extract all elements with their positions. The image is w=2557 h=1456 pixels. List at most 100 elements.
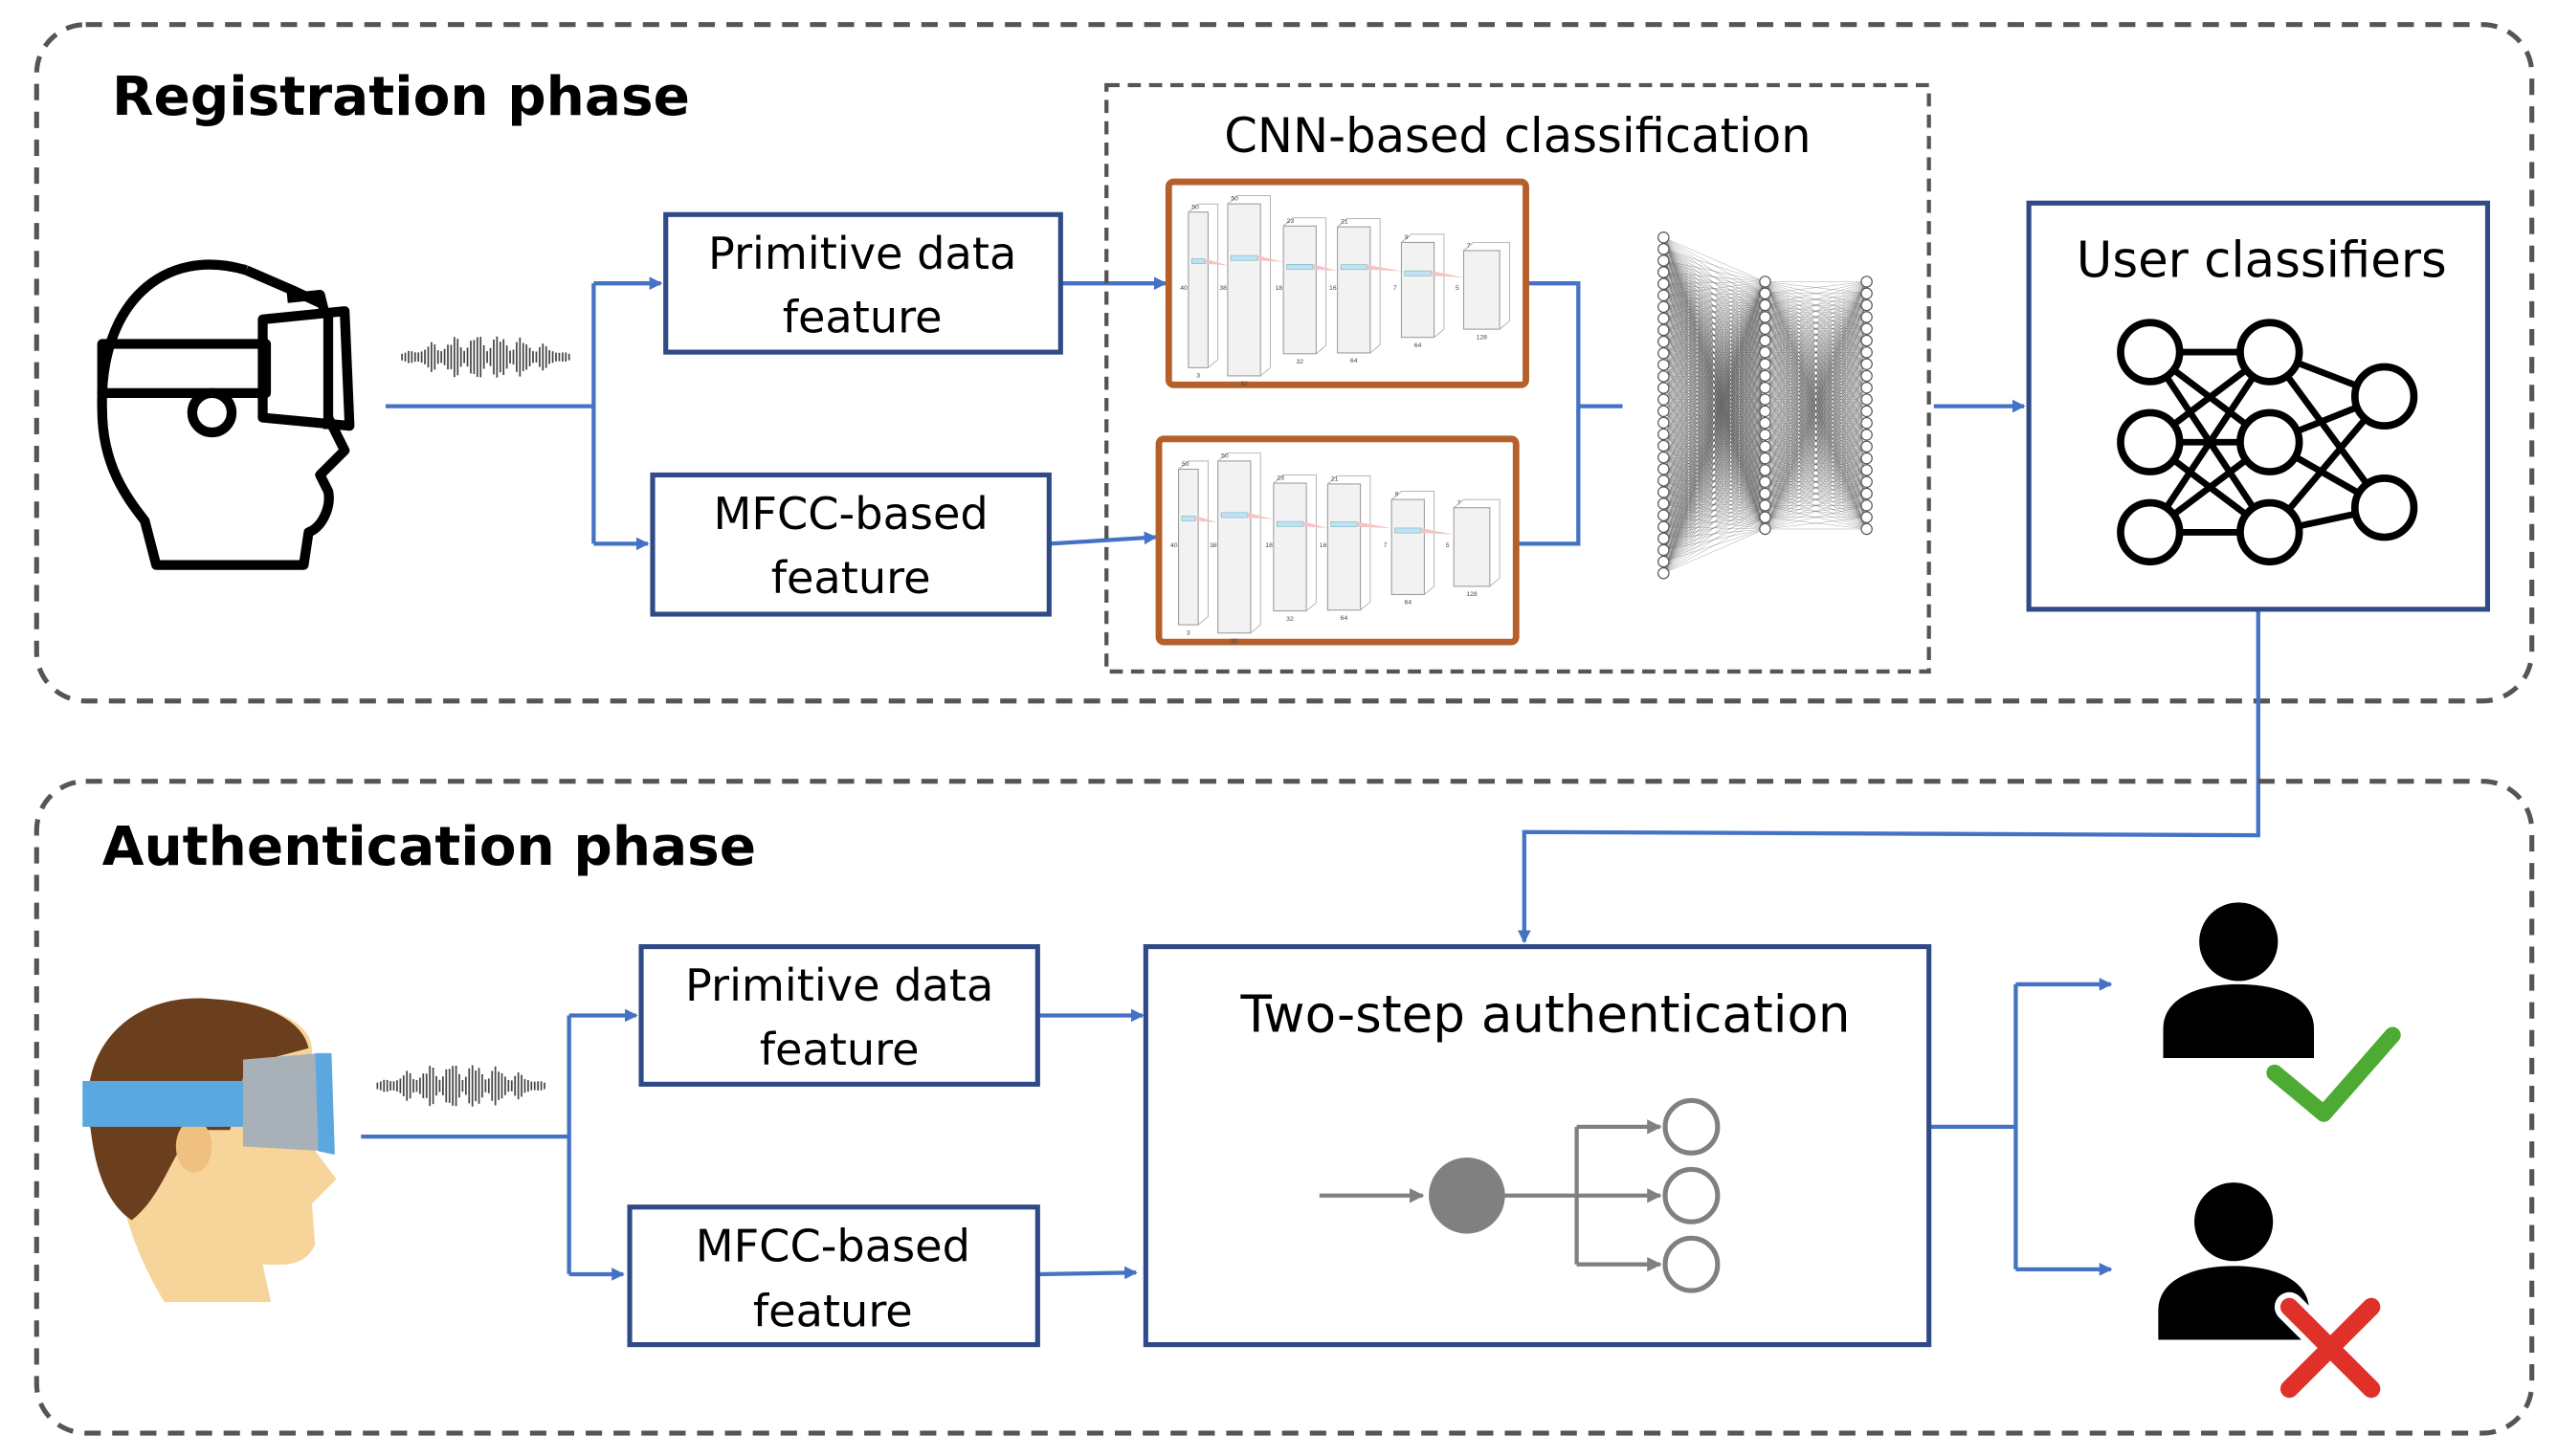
arrow-to-two-step: [1037, 1266, 1138, 1280]
network-edge: [1765, 281, 1867, 518]
cnn-layer-label: 64: [1404, 600, 1412, 607]
cnn-kernel-projection: [1420, 527, 1455, 535]
network-edge: [1765, 410, 1867, 530]
network-node: [1759, 287, 1771, 300]
network-edge: [1663, 281, 1766, 354]
network-node: [1657, 509, 1670, 521]
cnn-layer: [1326, 483, 1362, 611]
network-edge: [1663, 281, 1766, 563]
user-accepted-icon: [2163, 902, 2406, 1127]
two-step-label: Two-step authentication: [1240, 985, 1851, 1045]
network-edge: [1663, 387, 1766, 574]
cnn-layer: [1390, 498, 1425, 595]
network-edge: [1765, 446, 1867, 530]
registration-phase-title: Registration phase: [112, 66, 690, 128]
connector-line: [1928, 983, 2018, 1269]
network-node: [1657, 277, 1670, 290]
network-node: [2236, 408, 2303, 475]
authentication-phase-border: [33, 779, 2535, 1436]
network-edge: [1765, 281, 1867, 530]
user-classifiers-label: User classifiers: [2077, 232, 2447, 289]
cnn-layer-label: 7: [1384, 542, 1388, 549]
network-edge: [1663, 281, 1766, 423]
network-node: [2236, 319, 2303, 386]
network-node: [1759, 416, 1771, 430]
box-label: MFCC-based: [714, 488, 989, 540]
network-node: [1657, 300, 1670, 314]
cnn-layer-label: 16: [1320, 542, 1327, 549]
network-edge: [1663, 237, 1766, 282]
cnn-kernel-projection: [1302, 521, 1328, 528]
primitive-feature-box: Primitive data feature: [663, 211, 1063, 355]
network-node: [1860, 499, 1873, 512]
network-edge: [1663, 481, 1766, 574]
network-node: [1759, 311, 1771, 323]
network-node: [1759, 522, 1771, 536]
network-edge: [1765, 281, 1867, 318]
network-edge: [1663, 281, 1766, 296]
network-edge: [1663, 281, 1766, 365]
network-node: [1657, 231, 1670, 244]
network-edge: [1765, 399, 1867, 530]
network-node: [2236, 498, 2303, 566]
network-edge: [1663, 281, 1766, 342]
cnn-layer-label: 5: [1446, 542, 1450, 549]
cnn-layer-label: 38: [1219, 285, 1227, 292]
network-node: [1860, 287, 1873, 300]
cnn-kernel: [1191, 258, 1206, 264]
network-node: [1657, 555, 1670, 568]
network-edge: [1663, 423, 1766, 574]
network-edge: [1663, 281, 1766, 493]
network-edge: [1663, 260, 1766, 282]
network-node: [1657, 428, 1670, 441]
cnn-layer: [1227, 203, 1261, 377]
network-node: [1759, 487, 1771, 500]
network-edge: [1663, 470, 1766, 574]
authentication-phase-title: Authentication phase: [102, 816, 756, 878]
network-edge: [1765, 481, 1867, 530]
network-node: [1860, 487, 1873, 500]
network-edge: [1663, 249, 1766, 282]
cnn-layer-label: 9: [1395, 492, 1399, 498]
network-node: [1759, 499, 1771, 512]
cnn-kernel: [1181, 516, 1195, 521]
network-edge: [1663, 528, 1766, 574]
network-node: [1860, 475, 1873, 488]
box-label: feature: [760, 1024, 920, 1075]
network-edge: [1765, 493, 1867, 530]
network-node: [1657, 405, 1670, 418]
network-edge: [1663, 281, 1766, 331]
network-edge: [1663, 281, 1766, 400]
cnn-layer: [1188, 211, 1209, 368]
cnn-kernel: [1277, 520, 1303, 527]
cnn-layer-label: 3: [1196, 373, 1200, 380]
network-node: [1759, 322, 1771, 335]
network-node: [1657, 532, 1670, 545]
cnn-title: CNN-based classification: [1224, 108, 1811, 164]
cnn-layer-label: 23: [1277, 475, 1284, 482]
network-edge: [2146, 350, 2273, 535]
network-edge: [1663, 364, 1766, 574]
network-edge: [1663, 410, 1766, 574]
network-edge: [1765, 328, 1867, 530]
network-node: [2117, 408, 2184, 475]
network-edge: [1765, 281, 1867, 471]
cnn-layer-edge: [1390, 491, 1435, 595]
network-edge: [1663, 281, 1766, 504]
network-edge: [1663, 281, 1766, 307]
network-edge: [1765, 470, 1867, 530]
cnn-layer-label: 38: [1210, 542, 1217, 549]
network-edge: [1663, 517, 1766, 574]
cnn-layer-label: 128: [1477, 334, 1488, 341]
network-node: [1860, 382, 1873, 394]
network-node: [1759, 346, 1771, 359]
cnn-layer-label: 16: [1329, 285, 1337, 292]
cnn-layer-label: 50: [1231, 196, 1238, 203]
network-node: [1860, 393, 1873, 406]
authentication-phase: Authentication phase Primitive data feat…: [33, 779, 2535, 1436]
cnn-layer: [1337, 226, 1371, 354]
network-node: [1860, 346, 1873, 359]
cnn-kernel: [1286, 264, 1314, 270]
